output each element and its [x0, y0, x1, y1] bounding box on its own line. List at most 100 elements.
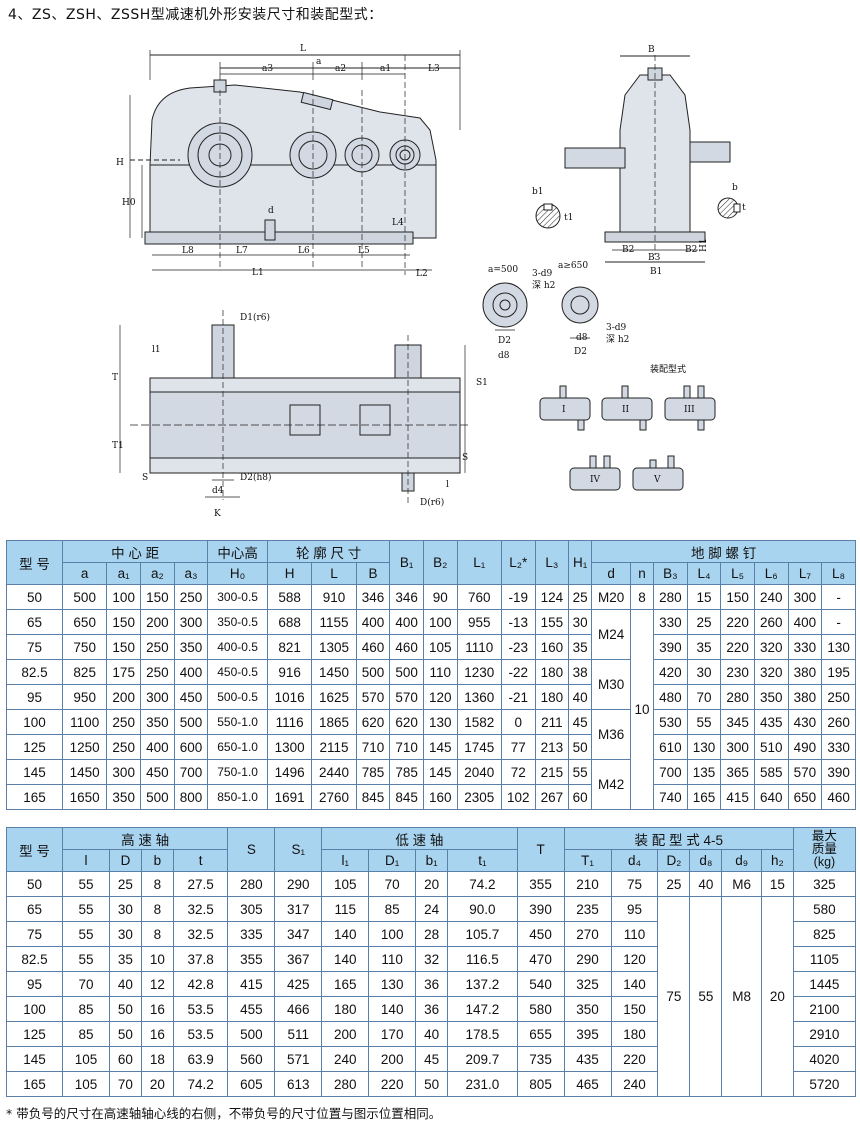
table-cell: 82.5 — [6, 946, 63, 972]
svg-text:b: b — [732, 183, 738, 193]
table-cell: 85 — [368, 896, 417, 922]
svg-text:L5: L5 — [358, 246, 370, 256]
table-cell: 70 — [368, 871, 417, 897]
table-cell: 100 — [106, 584, 142, 610]
table-cell: 510 — [753, 734, 789, 760]
table-cell: 55 — [568, 759, 593, 785]
table-cell: 710 — [389, 734, 424, 760]
table-cell: 395 — [563, 1021, 612, 1047]
table-cell: 75 — [6, 921, 63, 947]
table-cell: 500 — [355, 659, 391, 685]
table-cell: 120 — [422, 684, 458, 710]
table-cell: 800 — [173, 784, 209, 810]
table-cell: 435 — [753, 709, 789, 735]
table-cell: 600 — [173, 734, 209, 760]
table-cell: 380 — [787, 659, 823, 685]
table-cell: 100 — [6, 996, 63, 1022]
table-cell: 325 — [563, 971, 612, 997]
table-cell: 60 — [108, 1046, 142, 1072]
table-cell: 110 — [610, 921, 659, 947]
table-cell: 15 — [760, 871, 794, 897]
table-cell: 72 — [500, 759, 536, 785]
table-cell: 1865 — [311, 709, 357, 735]
svg-text:l1: l1 — [152, 345, 161, 355]
front-view — [129, 50, 461, 275]
table-cell: 400 — [140, 734, 175, 760]
svg-text:V: V — [653, 475, 661, 485]
table-cell: 1745 — [456, 734, 502, 760]
table-cell: 250 — [140, 634, 175, 660]
table-cell: 75 — [610, 871, 659, 897]
th2-sub-0: l — [62, 849, 110, 872]
table-cell: M6 — [721, 871, 762, 897]
th-center-distance: 中 心 距 — [61, 540, 209, 563]
svg-text:a2: a2 — [335, 64, 346, 74]
th-sub-15: L₈ — [821, 562, 856, 585]
table-cell: 2100 — [792, 996, 857, 1022]
th2-sub-3: t — [172, 849, 229, 872]
table-cell: 400 — [787, 609, 823, 635]
table-cell: 821 — [266, 634, 313, 660]
table-cell: 95 — [610, 896, 659, 922]
table-cell: 570 — [355, 684, 391, 710]
table-cell: 588 — [266, 584, 313, 610]
table-cell: 305 — [227, 896, 276, 922]
svg-text:H0: H0 — [122, 198, 136, 208]
svg-text:a1: a1 — [380, 64, 391, 74]
table-cell: 390 — [821, 759, 856, 785]
table-cell: 355 — [516, 871, 565, 897]
table-cell: - — [821, 584, 856, 610]
table-cell: 825 — [61, 659, 108, 685]
table-cell: 220 — [368, 1071, 417, 1097]
table-cell: 1496 — [266, 759, 313, 785]
table-cell: 25 — [108, 871, 142, 897]
table-cell: - — [821, 609, 856, 635]
table-cell: 35 — [108, 946, 142, 972]
table-cell: 105.7 — [447, 921, 518, 947]
table-cell: 150 — [720, 584, 755, 610]
table-cell: 500 — [227, 1021, 276, 1047]
svg-text:H: H — [116, 158, 124, 168]
th-sub-1: a₁ — [106, 562, 142, 585]
table-cell: M36 — [591, 709, 632, 760]
table-cell: 1155 — [311, 609, 357, 635]
table-cell: 2910 — [792, 1021, 857, 1047]
table-cell: 415 — [720, 784, 755, 810]
table-cell: 435 — [563, 1046, 612, 1072]
table-cell: 300 — [173, 609, 209, 635]
dimension-table-1: 型 号 中 心 距 中心高 轮 廓 尺 寸 B₁ B₂ L₁ L₂* L₃ H₁… — [6, 540, 856, 810]
table-cell: 8 — [140, 896, 174, 922]
table-cell: 40 — [568, 684, 593, 710]
table-cell: 145 — [6, 1046, 63, 1072]
th2-t: T — [516, 827, 565, 872]
table-cell: 0 — [500, 709, 536, 735]
table-cell: 490 — [787, 734, 823, 760]
table-cell: 209.7 — [447, 1046, 518, 1072]
svg-text:B2: B2 — [685, 245, 697, 255]
svg-text:L3: L3 — [428, 64, 440, 74]
th2-max-mass: 最大 质量 (kg) — [792, 827, 857, 872]
th-outline: 轮 廓 尺 寸 — [266, 540, 391, 563]
th-sub-0: a — [61, 562, 108, 585]
table-cell: 1450 — [311, 659, 357, 685]
table-cell: 1300 — [266, 734, 313, 760]
table-cell: 235 — [563, 896, 612, 922]
th-center-height: 中心高 — [207, 540, 268, 563]
table-cell: 53.5 — [172, 1021, 229, 1047]
svg-text:深 h2: 深 h2 — [532, 280, 555, 291]
table-cell: 140 — [321, 921, 370, 947]
table-cell: 480 — [653, 684, 688, 710]
th2-assembly: 装 配 型 式 4-5 — [563, 827, 794, 850]
th2-sub-13: h₂ — [760, 849, 794, 872]
table-cell: 120 — [610, 946, 659, 972]
table-cell: 125 — [6, 1021, 63, 1047]
table-cell: 55 — [62, 946, 110, 972]
table-cell: 845 — [389, 784, 424, 810]
th-sub-7: B — [355, 562, 391, 585]
table-cell: 85 — [62, 996, 110, 1022]
th-sub-13: L₆ — [753, 562, 789, 585]
th2-sub-6: b₁ — [415, 849, 449, 872]
table-cell: 240 — [321, 1046, 370, 1072]
